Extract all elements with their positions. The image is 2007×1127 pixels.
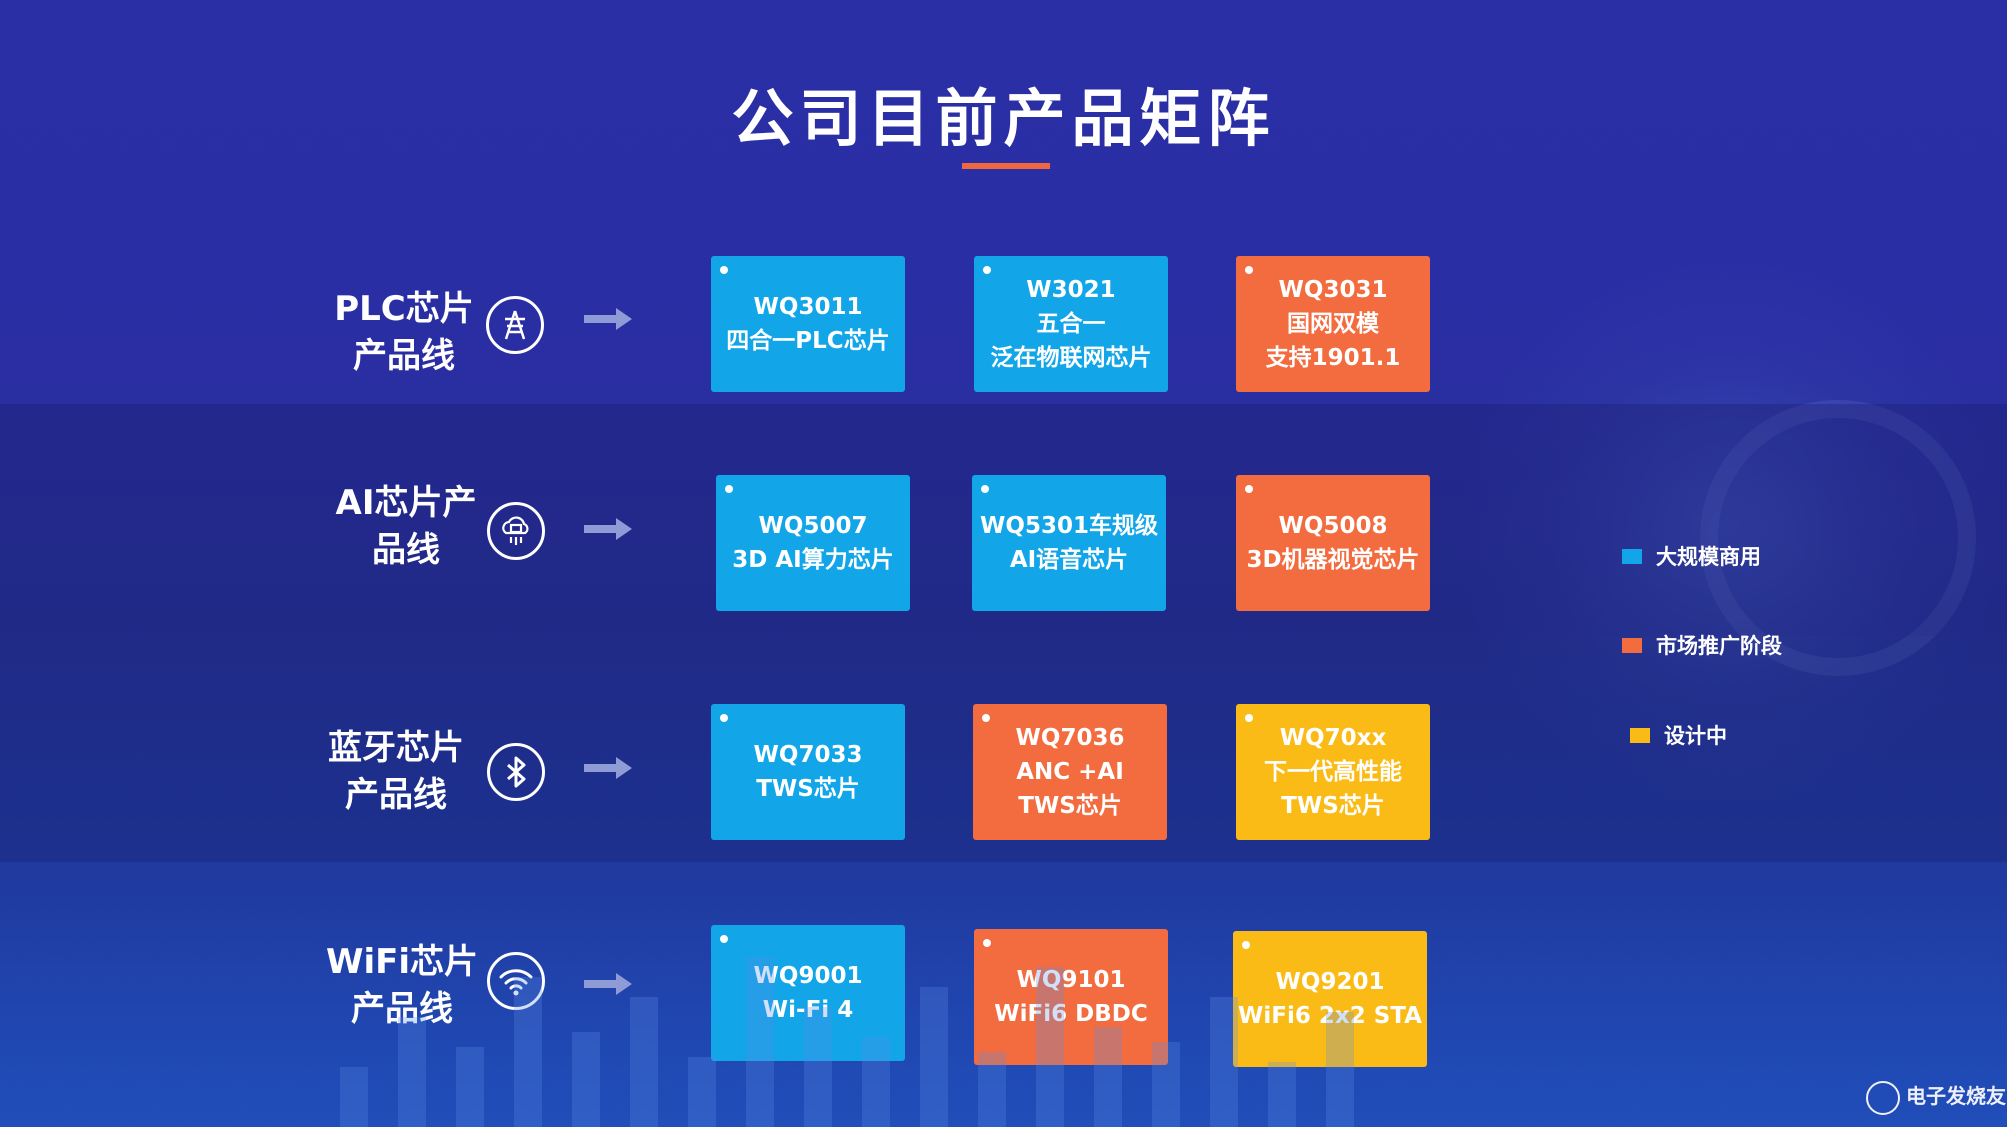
power-tower-icon xyxy=(486,296,544,354)
product-card: WQ5301车规级 AI语音芯片 xyxy=(972,475,1166,611)
skyline-building xyxy=(688,1057,716,1127)
card-line: WQ70xx xyxy=(1279,725,1387,751)
row-label-ai: AI芯片产 品线 xyxy=(321,480,491,574)
skyline-building xyxy=(1210,997,1238,1127)
card-line: 3D AI算力芯片 xyxy=(732,547,894,573)
card-line: ANC +AI xyxy=(1016,759,1124,785)
legend-label: 大规模商用 xyxy=(1656,545,1761,569)
row-label-plc: PLC芯片 产品线 xyxy=(319,286,489,380)
skyline-building xyxy=(862,1037,890,1127)
card-line: WiFi6 DBDC xyxy=(994,1001,1148,1027)
skyline-building xyxy=(1094,1027,1122,1127)
watermark-text: 电子发烧友 xyxy=(1906,1084,2006,1108)
card-line: 国网双模 xyxy=(1287,311,1379,337)
product-card: WQ9001 Wi-Fi 4 xyxy=(711,925,905,1061)
legend-swatch xyxy=(1622,548,1642,564)
page-title: 公司目前产品矩阵 xyxy=(731,82,1276,155)
legend-swatch xyxy=(1622,637,1642,653)
card-line: 下一代高性能 xyxy=(1264,759,1402,785)
card-line: WiFi6 2x2 STA xyxy=(1238,1003,1422,1029)
card-line: WQ7033 xyxy=(753,742,863,768)
legend-label: 市场推广阶段 xyxy=(1656,634,1782,658)
wifi-icon xyxy=(487,952,545,1010)
title-underline xyxy=(962,163,1050,169)
card-line: 3D机器视觉芯片 xyxy=(1246,547,1420,573)
card-line: WQ5008 xyxy=(1278,513,1388,539)
row-label-line: 产品线 xyxy=(353,336,455,376)
product-card: W3021 五合一 泛在物联网芯片 xyxy=(974,256,1168,392)
card-line: WQ9001 xyxy=(753,963,863,989)
arrow-right-icon xyxy=(584,518,632,540)
card-line: WQ3011 xyxy=(753,294,863,320)
legend-item: 市场推广阶段 xyxy=(1622,630,1782,660)
row-label-line: AI芯片产 xyxy=(335,483,477,523)
card-line: Wi-Fi 4 xyxy=(762,997,854,1023)
skyline-building xyxy=(920,987,948,1127)
skyline-building xyxy=(746,957,774,1127)
card-line: 四合一PLC芯片 xyxy=(726,328,890,354)
card-line: 泛在物联网芯片 xyxy=(990,345,1152,371)
card-line: WQ7036 xyxy=(1015,725,1125,751)
product-card: WQ9101 WiFi6 DBDC xyxy=(974,929,1168,1065)
legend-item: 设计中 xyxy=(1630,720,1727,750)
skyline-building xyxy=(978,1052,1006,1127)
card-line: TWS芯片 xyxy=(756,776,860,802)
card-line: TWS芯片 xyxy=(1281,793,1385,819)
arrow-right-icon xyxy=(584,308,632,330)
watermark: 电子发烧友 xyxy=(1866,1080,2006,1115)
bluetooth-icon xyxy=(487,743,545,801)
row-label-bluetooth: 蓝牙芯片 产品线 xyxy=(311,725,481,819)
product-card: WQ9201 WiFi6 2x2 STA xyxy=(1233,931,1427,1067)
skyline-building xyxy=(1152,1042,1180,1127)
card-line: WQ9101 xyxy=(1016,967,1126,993)
row-label-line: WiFi芯片 xyxy=(325,942,479,982)
skyline-building xyxy=(630,997,658,1127)
legend-swatch xyxy=(1630,727,1650,743)
arrow-right-icon xyxy=(584,757,632,779)
skyline-building xyxy=(1036,967,1064,1127)
product-card: WQ3011 四合一PLC芯片 xyxy=(711,256,905,392)
card-line: WQ9201 xyxy=(1275,969,1385,995)
product-card: WQ5007 3D AI算力芯片 xyxy=(716,475,910,611)
arrow-right-icon xyxy=(584,973,632,995)
skyline-building xyxy=(572,1032,600,1127)
product-card: WQ7036 ANC +AI TWS芯片 xyxy=(973,704,1167,840)
card-line: 支持1901.1 xyxy=(1265,345,1401,371)
product-card: WQ5008 3D机器视觉芯片 xyxy=(1236,475,1430,611)
row-label-line: PLC芯片 xyxy=(334,289,474,329)
skyline-building xyxy=(456,1047,484,1127)
skyline-building xyxy=(514,977,542,1127)
card-line: W3021 xyxy=(1026,277,1116,303)
skyline-building xyxy=(398,1017,426,1127)
card-line: 五合一 xyxy=(1036,311,1106,337)
ai-chip-cloud-icon xyxy=(487,502,545,560)
legend-label: 设计中 xyxy=(1664,724,1727,748)
row-label-line: 产品线 xyxy=(351,989,453,1029)
product-card: WQ70xx 下一代高性能 TWS芯片 xyxy=(1236,704,1430,840)
card-line: WQ5007 xyxy=(758,513,868,539)
watermark-logo-icon xyxy=(1866,1080,1900,1115)
card-line: WQ5301车规级 xyxy=(980,513,1158,539)
row-label-wifi: WiFi芯片 产品线 xyxy=(317,939,487,1033)
product-card: WQ7033 TWS芯片 xyxy=(711,704,905,840)
card-line: TWS芯片 xyxy=(1018,793,1122,819)
row-label-line: 产品线 xyxy=(345,775,447,815)
skyline-building xyxy=(1326,1012,1354,1127)
row-label-line: 蓝牙芯片 xyxy=(328,728,464,768)
skyline-building xyxy=(804,1007,832,1127)
row-label-line: 品线 xyxy=(372,530,440,570)
card-line: AI语音芯片 xyxy=(1009,547,1129,573)
product-card: WQ3031 国网双模 支持1901.1 xyxy=(1236,256,1430,392)
skyline-building xyxy=(1268,1062,1296,1127)
skyline-building xyxy=(340,1067,368,1127)
card-line: WQ3031 xyxy=(1278,277,1388,303)
legend-item: 大规模商用 xyxy=(1622,541,1761,571)
